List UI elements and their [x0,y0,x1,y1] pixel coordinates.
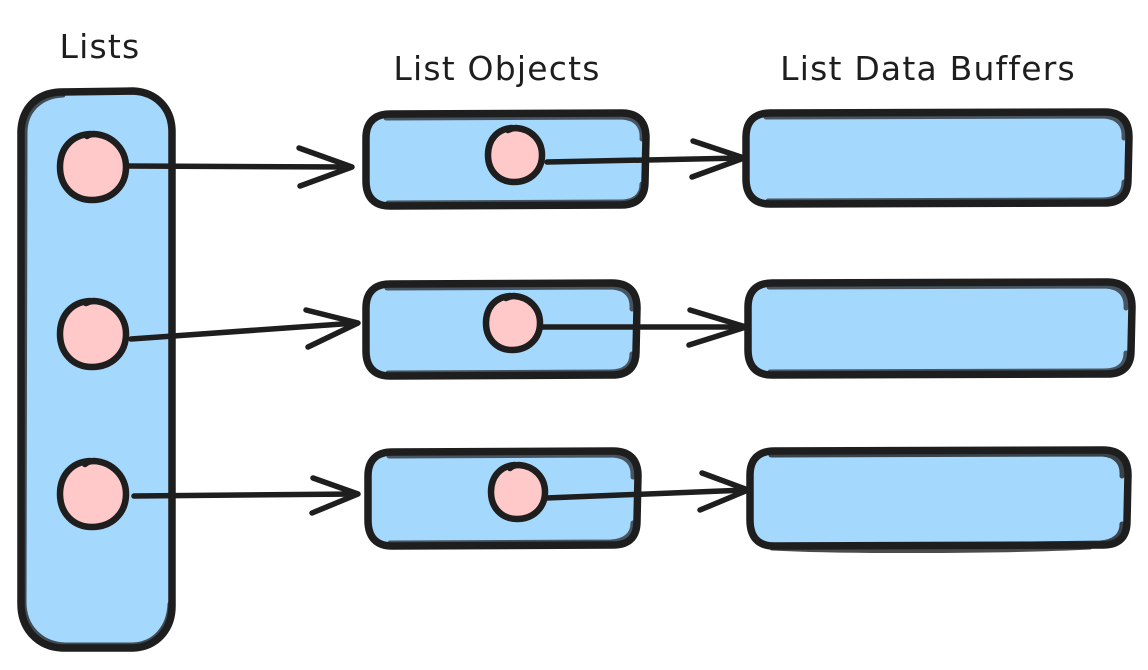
arrow-object-2-to-buffer-2 [538,307,749,348]
buffer-pointer-2[interactable] [482,292,544,354]
arrow-object-2-to-buffer-2-head [686,307,749,348]
list-data-buffer-2-fill [748,282,1132,375]
list-data-buffer-3-outline-sketch [768,451,1125,554]
list-data-buffer-3[interactable] [746,446,1132,554]
arrow-object-3-to-buffer-3-head [697,470,751,513]
arrow-object-3-to-buffer-3 [543,470,751,513]
list-data-buffer-1-outline-sketch [763,113,1127,204]
list-pointer-1[interactable] [56,130,130,204]
buffer-pointer-3[interactable] [487,461,549,523]
arrow-list-2-to-object-2 [128,307,361,350]
list-data-buffer-2-outline-sketch [766,283,1129,375]
arrow-list-1-to-object-1-head [296,145,355,189]
list-object-3[interactable] [364,447,642,550]
arrow-list-3-to-object-3-line [131,491,359,499]
arrow-list-1-to-object-1 [123,145,355,189]
arrow-object-1-to-buffer-1-head [689,138,747,180]
list-object-3-outline [364,447,642,550]
list-object-1-outline-sketch [383,114,645,206]
list-object-3-outline-sketch [386,452,636,546]
column-heading-list-objects: List Objects [393,49,600,88]
arrow-list-3-to-object-3 [131,475,361,516]
arrow-list-3-to-object-3-head [309,475,361,516]
arrow-list-1-to-object-1-line [123,163,353,170]
buffer-pointer-3-outline [487,461,549,523]
list-data-buffer-1-outline [742,108,1133,208]
list-object-2-outline [362,279,641,380]
arrow-object-3-to-buffer-3-line [543,487,749,501]
list-pointer-2-outline [56,297,130,371]
list-pointer-3[interactable] [56,457,130,531]
buffer-pointer-2-outline [482,292,544,354]
arrow-list-2-to-object-2-line [128,320,359,342]
lists-container-outline-sketch [21,92,173,648]
list-pointer-3-outline [56,457,130,531]
list-data-buffer-3-fill [750,450,1128,546]
arrow-object-1-to-buffer-1-line [544,155,745,165]
list-object-1[interactable] [362,109,650,210]
list-pointer-1-fill [60,134,126,200]
list-pointer-2-fill [60,301,126,367]
column-heading-list-data-buffers: List Data Buffers [780,49,1076,88]
list-object-2-outline-sketch [384,284,635,376]
column-heading-lists: Lists [60,27,141,66]
buffer-pointer-2-fill [486,296,540,350]
list-pointer-1-outline [56,130,130,204]
buffer-pointer-3-fill [491,465,545,519]
arrow-object-1-to-buffer-1 [544,138,747,180]
list-pointer-2[interactable] [56,297,130,371]
list-data-buffer-1[interactable] [742,108,1133,208]
list-data-buffer-1-fill [746,112,1129,204]
buffer-pointer-1[interactable] [484,124,546,186]
list-data-buffer-2-outline [744,278,1136,379]
lists-container-outline [17,87,176,652]
buffer-pointer-1-outline [484,124,546,186]
arrow-list-2-to-object-2-head [303,307,361,350]
list-data-buffer-2[interactable] [744,278,1136,379]
list-pointer-3-fill [60,461,126,527]
buffer-pointer-1-fill [488,128,542,182]
list-object-1-outline [362,109,650,210]
list-object-2[interactable] [362,279,641,380]
